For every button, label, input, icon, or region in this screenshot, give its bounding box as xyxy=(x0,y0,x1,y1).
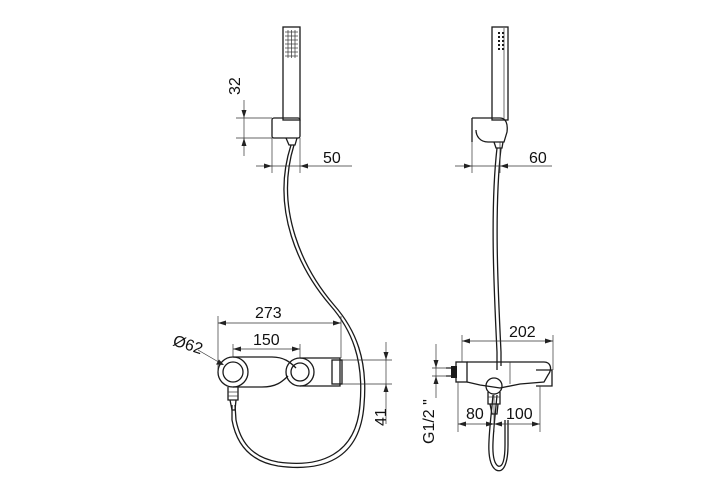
front-view: 32 50 273 150 xyxy=(171,26,392,469)
dim-label-273: 273 xyxy=(255,305,282,322)
dim-label-150: 150 xyxy=(253,332,280,349)
wall-holder-side xyxy=(471,117,508,149)
dim-label-41: 41 xyxy=(373,408,390,426)
hand-shower-side xyxy=(491,26,509,121)
shower-hose-side xyxy=(492,147,498,370)
dim-label-80: 80 xyxy=(466,406,484,423)
dim-holder-depth-front: 50 xyxy=(256,138,352,173)
dim-label-32: 32 xyxy=(227,77,244,95)
shower-hose-front xyxy=(234,144,362,464)
mixer-body-side xyxy=(446,361,553,415)
dim-flange-diameter-front: Ø62 xyxy=(171,333,224,365)
dim-label-50: 50 xyxy=(323,150,341,167)
hand-shower-front xyxy=(282,26,301,121)
wall-holder-front xyxy=(271,117,301,146)
dim-label-g12: G1/2 " xyxy=(421,399,438,444)
dim-total-depth-side: 202 xyxy=(461,324,554,370)
dim-connection-side: G1/2 " xyxy=(421,344,451,444)
dim-label-202: 202 xyxy=(509,324,536,341)
dim-height-front: 41 xyxy=(342,342,392,426)
dim-holder-height-front: 32 xyxy=(227,77,272,156)
dim-axis-distances-side: 80 100 xyxy=(457,382,541,432)
dim-valve-spacing-front: 150 xyxy=(232,332,301,358)
mixer-body-front xyxy=(217,356,343,411)
dim-label-100: 100 xyxy=(506,406,533,423)
dim-label-60: 60 xyxy=(529,150,547,167)
dim-label-diameter-62: Ø62 xyxy=(171,333,205,359)
dim-holder-depth-side: 60 xyxy=(455,142,552,173)
side-view: 60 202 G1/2 " xyxy=(421,26,554,472)
